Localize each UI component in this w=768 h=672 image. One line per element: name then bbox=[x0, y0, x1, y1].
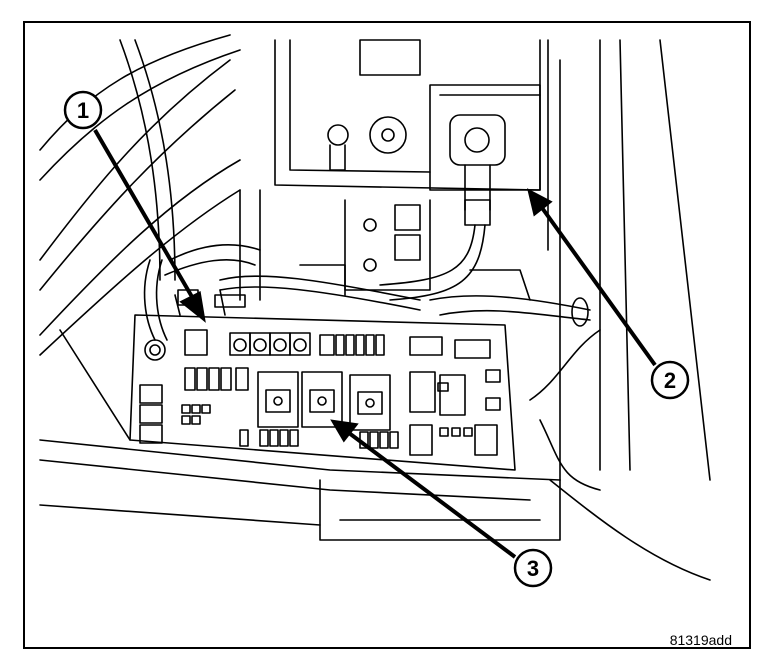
callout-leaders bbox=[93, 128, 657, 559]
leader-line-3 bbox=[343, 428, 517, 559]
arrowhead-1 bbox=[179, 291, 206, 323]
arrowhead-3 bbox=[330, 419, 359, 443]
callout-2: 2 bbox=[650, 360, 690, 400]
leader-line-1 bbox=[93, 128, 197, 304]
arrowhead-2 bbox=[527, 188, 553, 217]
callout-2-label: 2 bbox=[664, 368, 676, 393]
callout-1: 1 bbox=[63, 90, 103, 130]
figure-id-label: 81319add bbox=[669, 632, 732, 648]
callout-1-label: 1 bbox=[77, 98, 89, 123]
figure-border bbox=[23, 21, 751, 649]
callout-3: 3 bbox=[513, 548, 553, 588]
callout-3-label: 3 bbox=[527, 556, 539, 581]
leader-line-2 bbox=[538, 203, 657, 367]
line-art bbox=[39, 34, 711, 581]
